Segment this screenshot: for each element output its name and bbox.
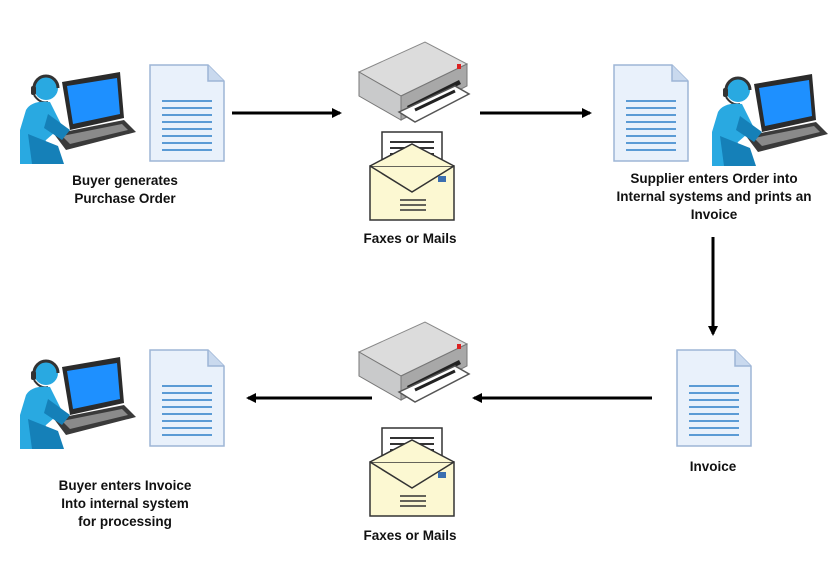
label-faxes-mails-bottom: Faxes or Mails: [363, 528, 457, 543]
label-supplier-enters: Supplier enters Order into Internal syst…: [616, 171, 812, 222]
buyer-invoice-document-icon: [149, 349, 225, 447]
envelope-bottom-icon: [369, 427, 455, 517]
buyer-processing-user-icon: [18, 355, 138, 451]
label-buyer-enters: Buyer enters Invoice Into internal syste…: [58, 478, 192, 529]
label-faxes-mails-top: Faxes or Mails: [363, 231, 457, 246]
label-invoice: Invoice: [689, 459, 737, 474]
supplier-user-icon: [710, 72, 830, 168]
label-buyer-generates: Buyer generates Purchase Order: [72, 173, 178, 206]
purchase-order-document-icon: [149, 64, 225, 162]
fax-machine-bottom-icon: [357, 320, 471, 404]
fax-machine-top-icon: [357, 40, 471, 124]
buyer-user-icon: [18, 70, 138, 166]
supplier-order-document-icon: [613, 64, 689, 162]
invoice-document-icon: [676, 349, 752, 447]
envelope-top-icon: [369, 131, 455, 221]
